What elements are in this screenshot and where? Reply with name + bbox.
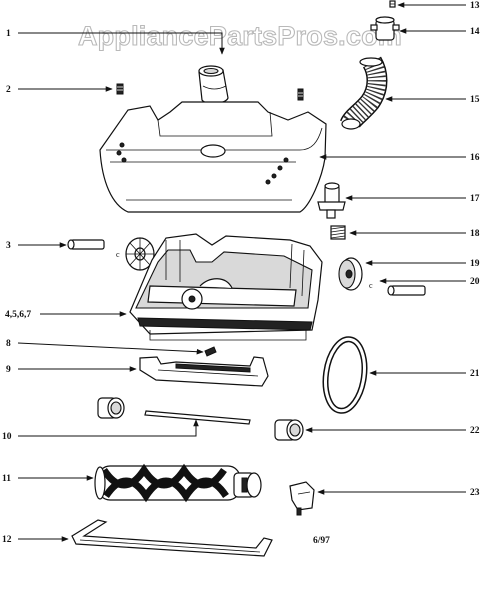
callout-12: 12: [2, 535, 12, 545]
watermark-text: AppliancePartsPros.com: [78, 21, 402, 51]
part-23-clip: [289, 481, 315, 516]
callout-17: 17: [470, 194, 480, 204]
callout-3: 3: [6, 241, 11, 251]
callout-16: 16: [470, 153, 480, 163]
date-code: 6/97: [313, 536, 330, 546]
callout-19: 19: [470, 259, 480, 269]
svg-text:c: c: [116, 250, 120, 259]
rear-wheel-left: c: [116, 237, 155, 271]
part-3-axle: [67, 239, 105, 250]
callout-23: 23: [470, 488, 480, 498]
part-4-7-base-assembly: [129, 233, 323, 341]
part-11-brushroll: [94, 463, 262, 503]
callout-22: 22: [470, 426, 480, 436]
part-13-screw: [389, 0, 396, 8]
callout-13: 13: [470, 1, 480, 11]
callout-11: 11: [2, 474, 11, 484]
part-14-hose-connector: [370, 16, 400, 41]
part-15-hose: [340, 56, 388, 130]
part-2-screw: [116, 83, 124, 95]
part-20-axle: c: [369, 281, 426, 296]
part-22-end-cap: [274, 419, 304, 441]
callout-9: 9: [6, 365, 11, 375]
part-8-clip: [204, 346, 217, 357]
svg-text:c: c: [369, 281, 373, 290]
callout-1: 1: [6, 29, 11, 39]
callout-14: 14: [470, 27, 480, 37]
part-18-spring: [330, 225, 346, 240]
part-12-bumper: [71, 519, 273, 557]
callout-4-7: 4,5,6,7: [5, 310, 31, 320]
hood-screw: [297, 88, 304, 101]
part-19-wheel: [338, 257, 363, 291]
callout-21: 21: [470, 369, 480, 379]
leader-lines: [17, 2, 466, 542]
part-21-belt: [322, 336, 368, 414]
callout-10: 10: [2, 432, 12, 442]
part-16-hood: [99, 101, 327, 213]
callout-2: 2: [6, 85, 11, 95]
part-17-hose-elbow: [317, 182, 346, 219]
callout-8: 8: [6, 339, 11, 349]
brush-end-cap-left: [97, 397, 125, 419]
callout-15: 15: [470, 95, 480, 105]
part-9-bottom-plate: [139, 356, 269, 387]
callout-20: 20: [470, 277, 480, 287]
part-10-rod: [144, 410, 251, 425]
part-1-elbow-connector: [198, 65, 229, 105]
callout-18: 18: [470, 229, 480, 239]
callout-labels: 1 2 3 4,5,6,7 8 9 10 11 12 13 14 15 16 1…: [2, 1, 480, 545]
